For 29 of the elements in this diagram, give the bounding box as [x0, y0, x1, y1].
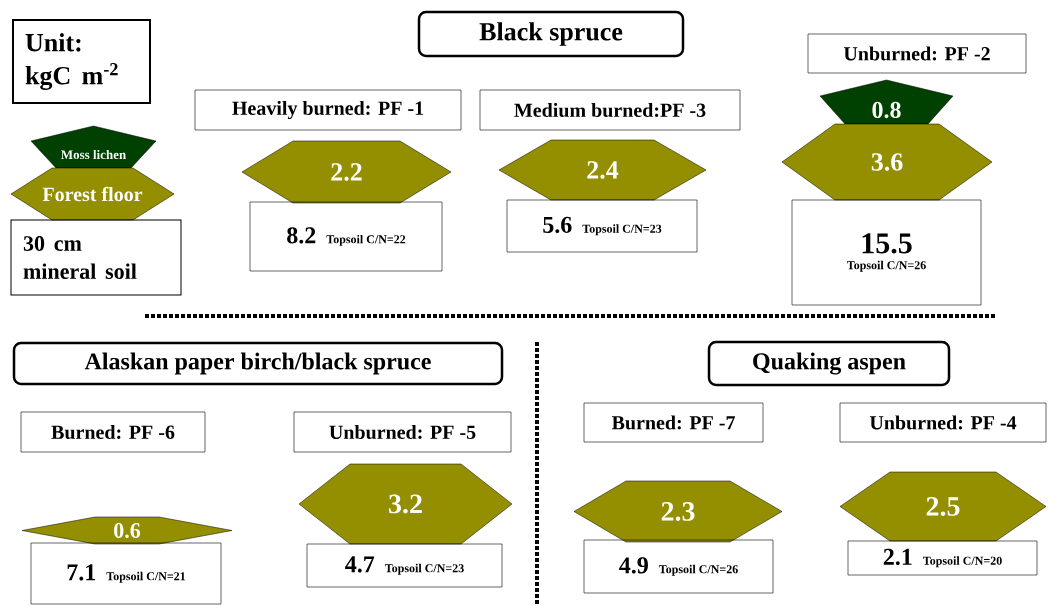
value-box: 8.2 Topsoil C/N=22 [249, 201, 443, 272]
value-box: 4.9 Topsoil C/N=26 [583, 539, 774, 594]
heading-box: Black spruce [417, 10, 685, 58]
value-box: 5.6 Topsoil C/N=23 [506, 199, 698, 253]
heading-box: Quaking aspen [707, 340, 951, 387]
hexagon: 0.6 [21, 516, 233, 545]
value-box: 7.1 Topsoil C/N=21 [30, 542, 222, 605]
hexagon: 3.6 [781, 123, 993, 201]
heading-box: Alaskan paper birch/black spruce [12, 341, 504, 386]
note-box: Unit: kgC m$^{-2}$ [12, 19, 151, 104]
hexagon: 2.5 [839, 471, 1047, 542]
site-label-box: Medium burned:PF -3 [479, 89, 741, 131]
site-label-box: Burned: PF -7 [583, 402, 764, 443]
hexagon: 3.2 [298, 463, 513, 545]
site-label-box: Burned: PF -6 [20, 411, 206, 453]
hexagon: 2.3 [573, 480, 783, 543]
hexagon: Forest floor [10, 167, 175, 221]
site-label-box: Unburned: PF -4 [839, 402, 1047, 443]
value-box: 4.7 Topsoil C/N=23 [306, 543, 503, 588]
site-label-box: Heavily burned: PF -1 [194, 89, 462, 131]
value-box: 15.5 Topsoil C/N=26 [791, 199, 982, 306]
pentagon: 0.8 [819, 79, 954, 125]
site-label-box: Unburned: PF -2 [807, 33, 1027, 74]
hexagon: 2.2 [241, 140, 452, 204]
value-box: 2.1 Topsoil C/N=20 [847, 540, 1038, 576]
site-label-box: Unburned: PF -5 [293, 411, 512, 453]
pentagon: Moss lichen [30, 125, 157, 169]
note-box: 30 cm mineral soil [10, 219, 182, 296]
hexagon: 2.4 [498, 139, 707, 201]
